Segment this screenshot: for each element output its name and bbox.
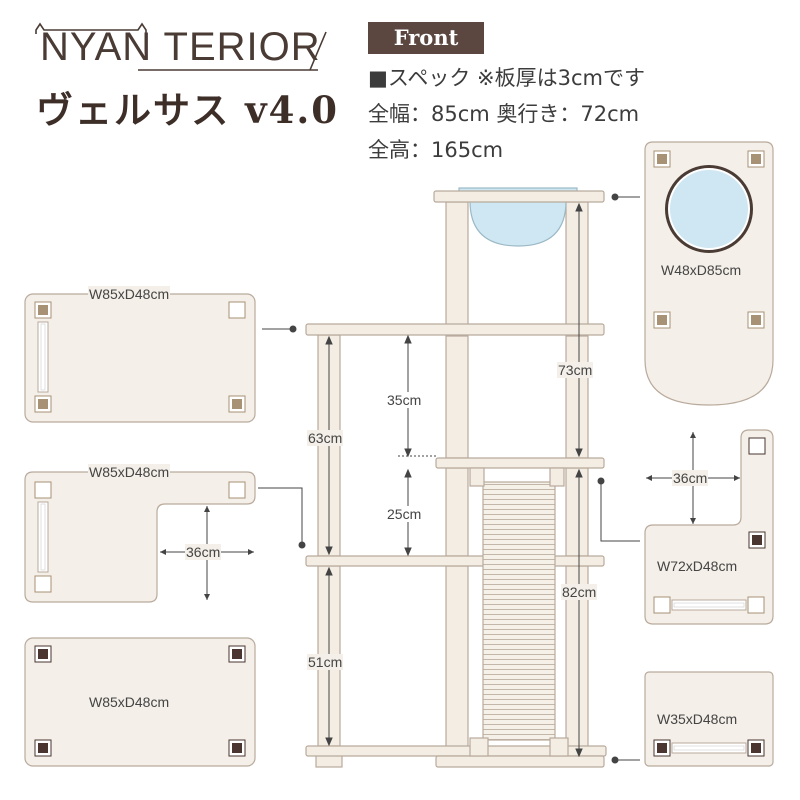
dimension-label-35: 35cm bbox=[386, 392, 423, 408]
brand-logo-frame bbox=[35, 22, 327, 71]
dimension-arrows bbox=[325, 202, 583, 758]
spec-line-3: 全高：165cm bbox=[368, 138, 504, 162]
leader-lines-left bbox=[258, 325, 306, 549]
spec-line-2: 全幅：85cm 奥行き：72cm bbox=[368, 102, 640, 126]
board-bottom-left bbox=[24, 637, 256, 767]
dimension-label-51: 51cm bbox=[307, 654, 344, 670]
board-label-mid-left: W85xD48cm bbox=[88, 464, 171, 480]
spec-line-1: ■スペック ※板厚は3cmです bbox=[368, 66, 646, 90]
leader-lines-right bbox=[597, 193, 640, 764]
board-top-right bbox=[644, 141, 774, 406]
dimension-label-63: 63cm bbox=[307, 430, 344, 446]
brand-logo: NYAN TERIOR bbox=[40, 25, 321, 69]
board-mid-right bbox=[644, 429, 774, 625]
board-top-left bbox=[24, 293, 256, 423]
board-bottom-right bbox=[644, 671, 774, 767]
board-cut-label-mid-left: 36cm bbox=[185, 544, 222, 560]
board-label-top-right: W48xD85cm bbox=[661, 262, 742, 278]
board-label-bottom-left: W85xD48cm bbox=[89, 694, 170, 710]
dimension-label-82: 82cm bbox=[561, 584, 598, 600]
cat-tower-front bbox=[305, 187, 607, 768]
board-cut-label-mid-right: 36cm bbox=[672, 470, 709, 486]
dimension-label-73: 73cm bbox=[557, 362, 594, 378]
product-title: ヴェルサス v4.0 bbox=[36, 88, 340, 132]
board-label-mid-right: W72xD48cm bbox=[657, 558, 738, 574]
board-label-bottom-right: W35xD48cm bbox=[657, 711, 738, 727]
board-label-top-left: W85xD48cm bbox=[88, 286, 171, 302]
board-mid-left bbox=[24, 471, 256, 603]
view-label-badge: Front bbox=[368, 22, 484, 54]
dimension-label-25: 25cm bbox=[386, 506, 423, 522]
